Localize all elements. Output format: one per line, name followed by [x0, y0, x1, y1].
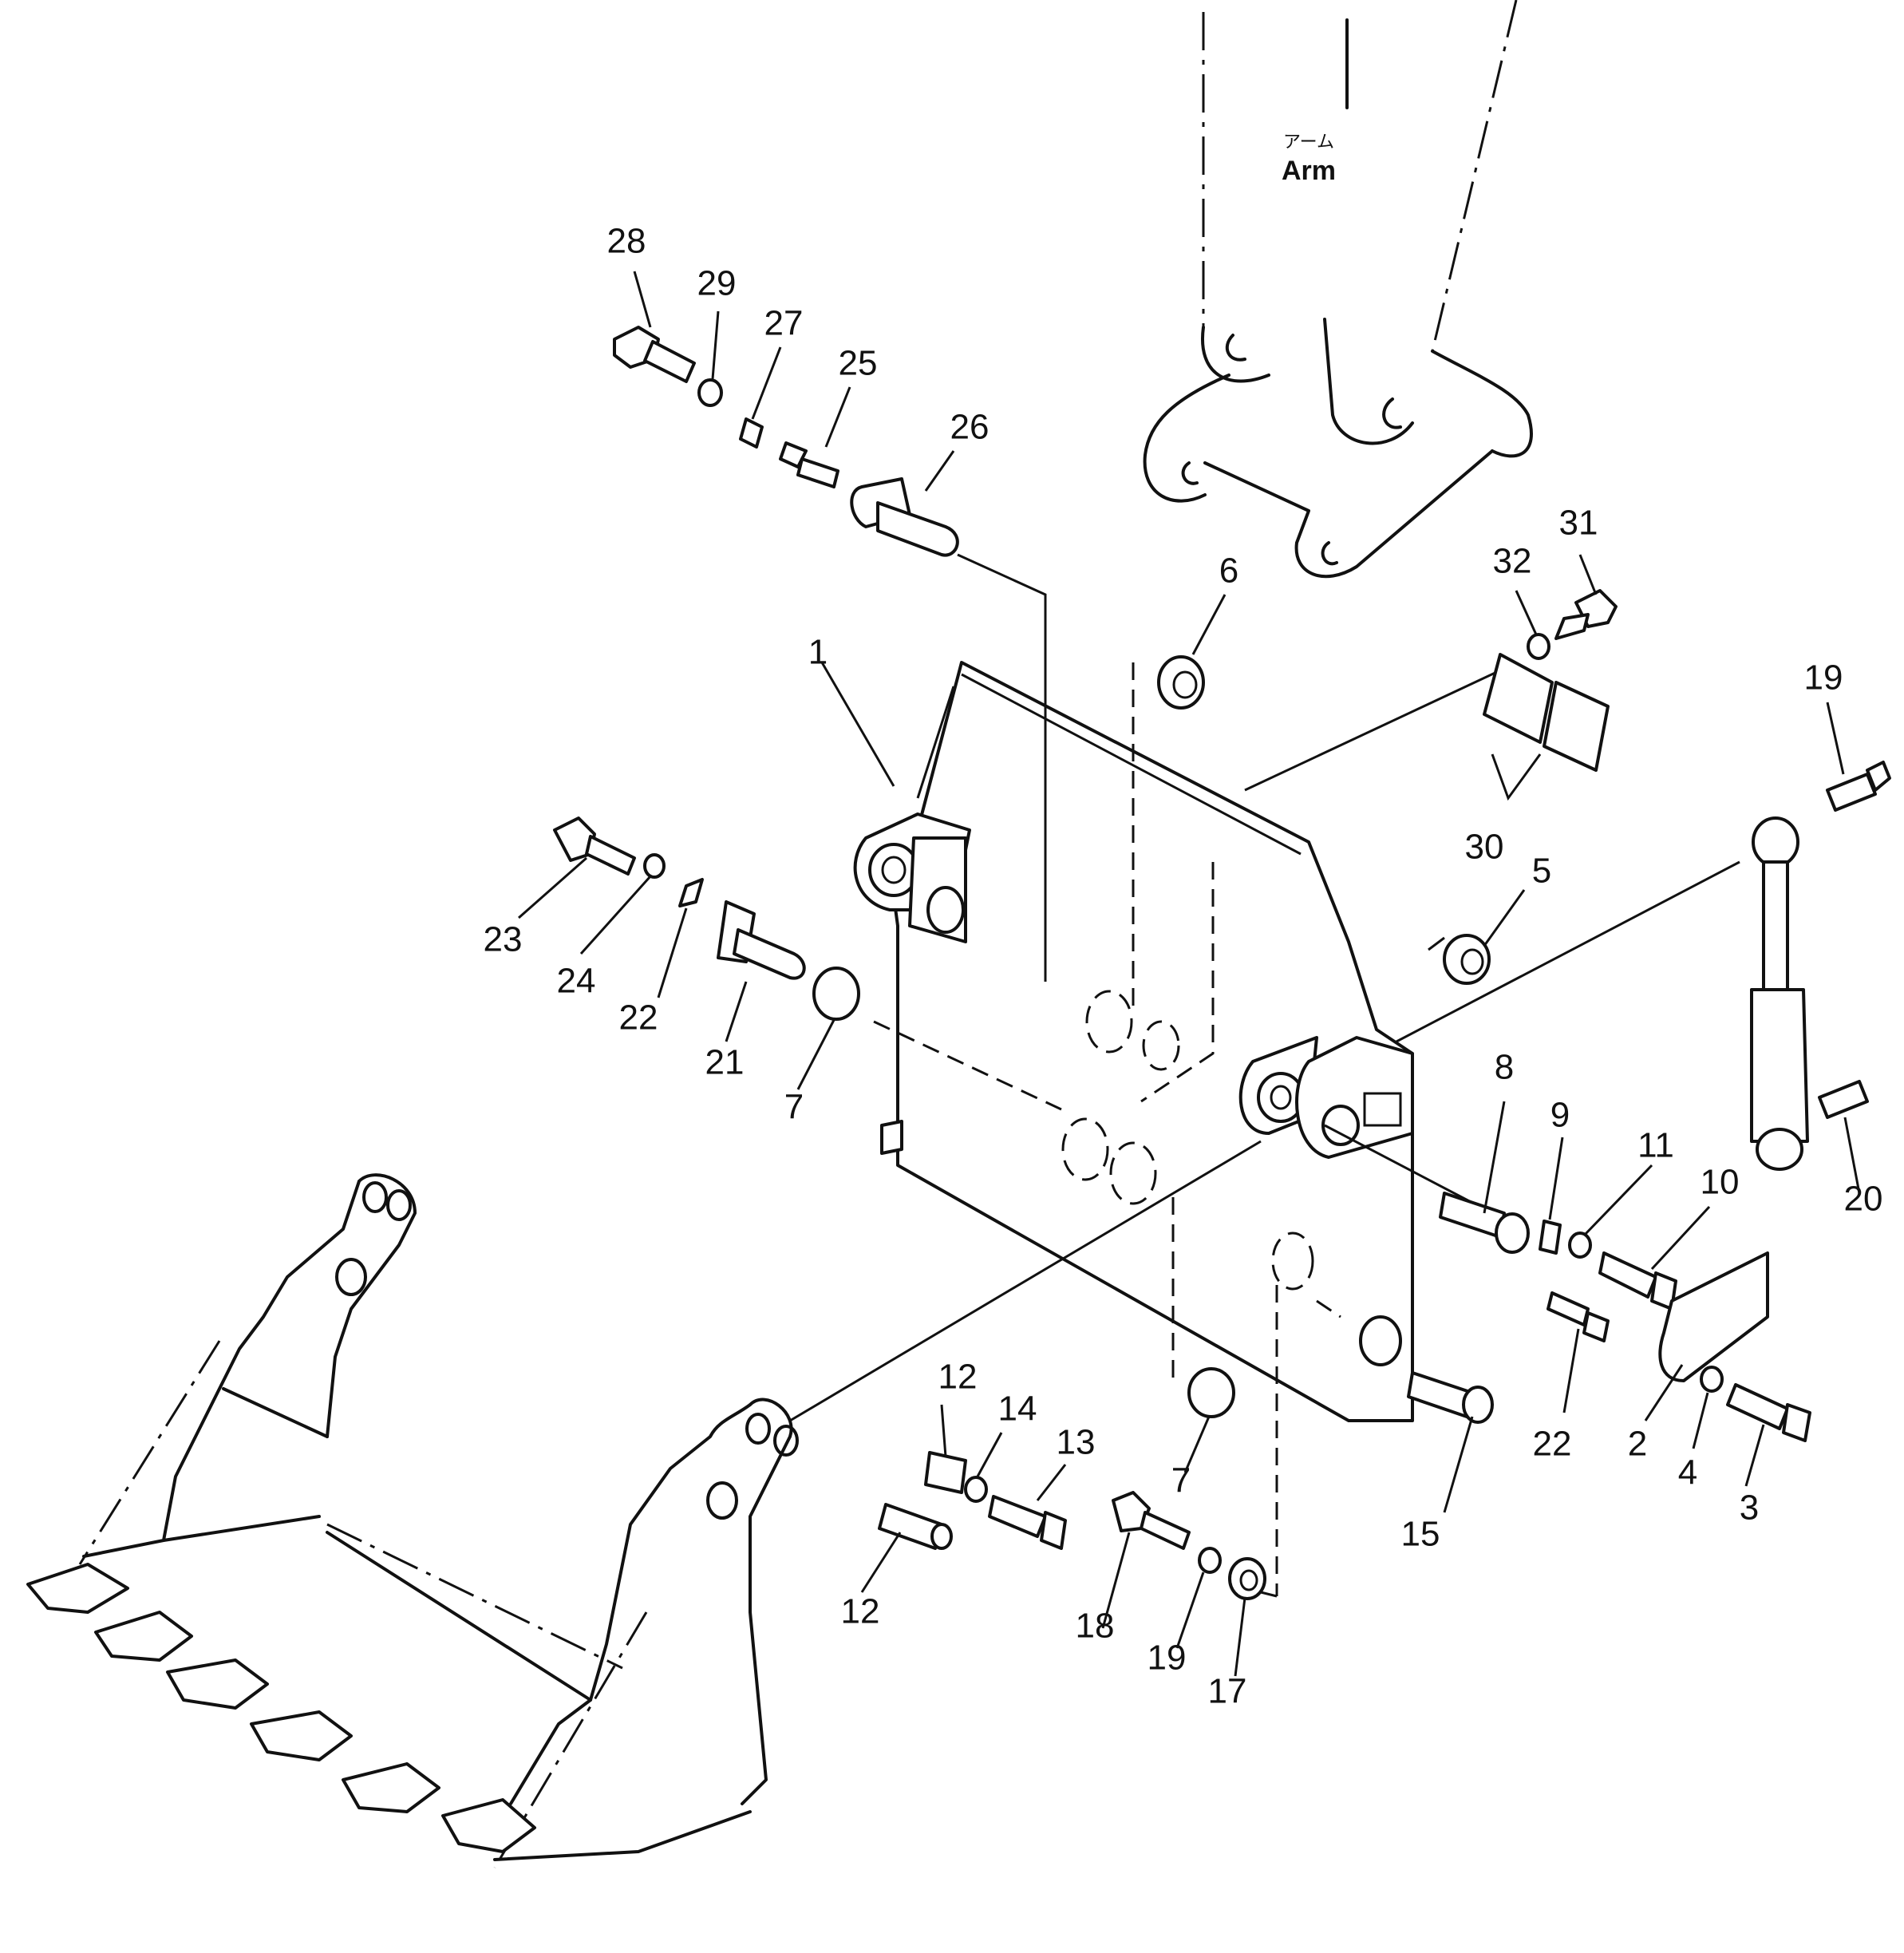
pin-8: [1439, 1192, 1530, 1254]
bushing-6: [1157, 655, 1205, 710]
callout-30: 28: [607, 222, 646, 261]
callout-34: 32: [1493, 542, 1532, 581]
pin-16: [1407, 1371, 1494, 1424]
callout-4: 4: [1678, 1453, 1697, 1492]
pin-23: [717, 900, 806, 980]
callout-32: 30: [1465, 828, 1504, 867]
callout-6: 6: [1219, 552, 1238, 591]
arm-label-jp: アーム: [1283, 132, 1334, 152]
bolt-18: [1112, 1491, 1191, 1550]
bolt-25: [553, 816, 636, 876]
assembly-lines: [789, 553, 1740, 1598]
washer-19: [1198, 1547, 1222, 1574]
callout-9: 9: [1550, 1096, 1570, 1135]
bolt-33: [1554, 589, 1618, 640]
callout-7-lower: 7: [1171, 1461, 1191, 1500]
bushing-7-left: [812, 967, 860, 1021]
washer-4: [1700, 1366, 1724, 1393]
plate-24: [678, 878, 704, 907]
callout-24: 22: [619, 998, 658, 1038]
callout-21: 20: [1844, 1180, 1883, 1219]
callout-8: 8: [1495, 1048, 1514, 1087]
bushing-5: [1443, 934, 1491, 985]
fitting-22: [1547, 1291, 1610, 1342]
cover-plate-2: [1658, 1251, 1769, 1382]
callout-16: 15: [1401, 1515, 1440, 1554]
plate-9: [1539, 1220, 1562, 1255]
bracket-body: [853, 661, 1414, 1422]
callout-26: 24: [557, 962, 596, 1001]
fitting-21: [1818, 1080, 1869, 1119]
bolt-10: [1598, 1251, 1677, 1311]
bushing-7-lower: [1187, 1367, 1235, 1418]
callout-25: 23: [484, 920, 523, 959]
callout-28: 26: [950, 408, 990, 447]
leader-lines: [518, 271, 1861, 1677]
nut-17: [1228, 1557, 1266, 1600]
plate-13: [924, 1451, 967, 1494]
callout-18: 18: [1076, 1607, 1115, 1646]
callout-15: 14: [998, 1390, 1037, 1429]
callout-12: 12: [841, 1592, 880, 1631]
callout-33: 31: [1559, 504, 1598, 543]
callout-29: 27: [764, 304, 804, 343]
cover-plates-32: [1483, 653, 1610, 772]
callout-10: 10: [1701, 1163, 1740, 1202]
callout-22: 22: [1533, 1425, 1572, 1464]
callout-numbers: 28 29 27 25 26 6 1 31 32 30 19 5 23 24 2…: [484, 222, 1883, 1711]
washer-31: [697, 378, 723, 407]
callout-17: 17: [1208, 1672, 1247, 1711]
bolt-30: [613, 326, 696, 383]
callout-5: 5: [1532, 852, 1551, 891]
cylinder: [1750, 816, 1809, 1171]
callout-13: 12: [938, 1358, 978, 1397]
washer-15: [964, 1476, 988, 1503]
pin-28: [850, 477, 959, 557]
arm-outline: [1143, 0, 1533, 579]
bolt-3: [1726, 1383, 1811, 1442]
callout-27: 25: [839, 344, 878, 383]
fitting-20: [1826, 761, 1891, 812]
bolt-14: [988, 1495, 1067, 1550]
callout-3: 3: [1740, 1488, 1759, 1528]
callout-20: 19: [1804, 658, 1843, 698]
washer-34: [1527, 633, 1550, 660]
plate-29: [739, 417, 764, 449]
callout-11: 11: [1637, 1126, 1674, 1165]
callout-1: 1: [808, 633, 828, 672]
callout-23: 21: [705, 1043, 745, 1082]
bucket: [26, 1173, 799, 1868]
grease-fitting-27: [779, 441, 839, 488]
callout-14: 13: [1057, 1423, 1096, 1462]
pin-12: [878, 1503, 953, 1550]
arm-label-en: Arm: [1282, 156, 1336, 186]
callout-2: 2: [1628, 1425, 1647, 1464]
washer-11: [1568, 1231, 1592, 1259]
callout-19: 19: [1148, 1639, 1187, 1678]
callout-31: 29: [697, 264, 737, 303]
callout-7-left: 7: [784, 1088, 804, 1127]
washer-26: [643, 853, 666, 879]
